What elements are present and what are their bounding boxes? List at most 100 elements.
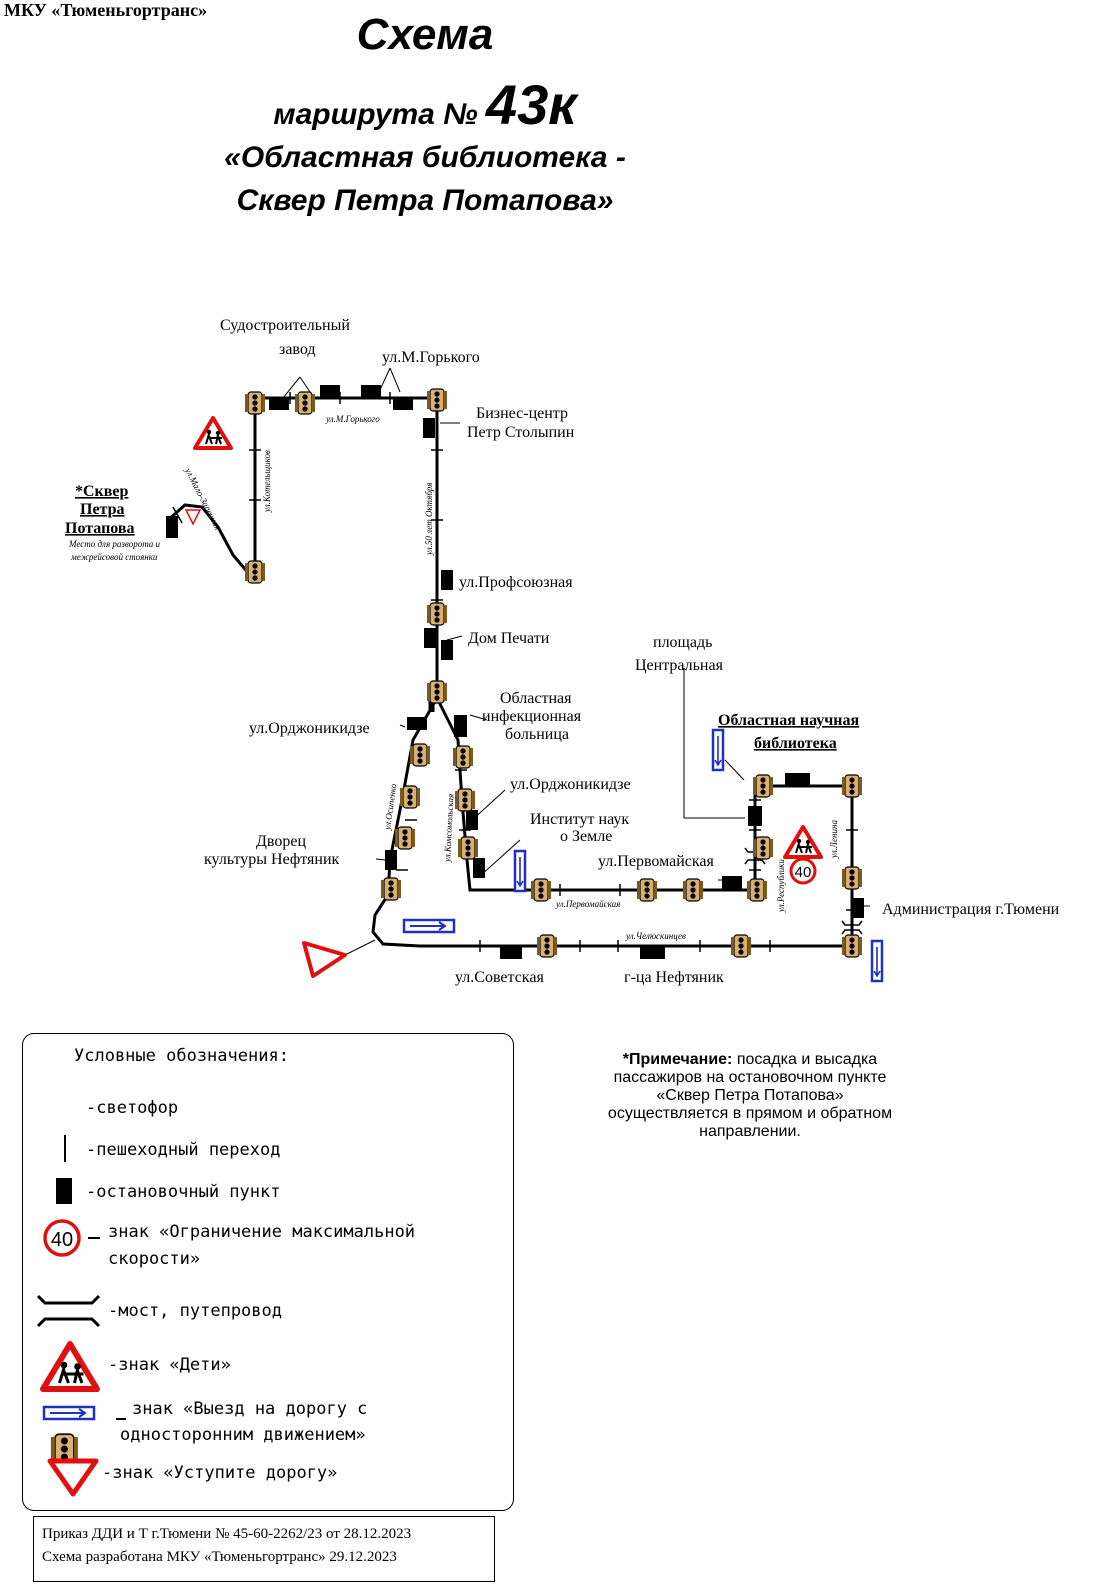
route-name: «Областная библиотека - Сквер Петра Пота… <box>130 136 720 222</box>
traffic-lights <box>244 388 863 958</box>
legend-oneway-label-2: односторонним движением» <box>120 1425 366 1445</box>
traffic-light-icon <box>636 878 658 902</box>
stop-marker <box>852 898 864 918</box>
legend-box <box>22 1033 514 1511</box>
note-bold: *Примечание: <box>622 1051 733 1068</box>
street-malo-zarechnaya: ул.Мало-Заречная <box>183 465 223 531</box>
street-pervomayskaya: ул.Первомайская <box>555 899 620 909</box>
yield-sign-small-icon <box>184 509 202 526</box>
note-line4: осуществляется в прямом и обратном <box>607 1105 893 1122</box>
speed-limit-sign: 40 <box>789 857 817 885</box>
stop-marker <box>361 385 381 397</box>
legend-bridge-label: -мост, путепровод <box>108 1301 282 1321</box>
label-dvorets: Дворец <box>256 833 306 850</box>
legend-children-label: -знак «Дети» <box>108 1355 231 1375</box>
street-oktyabrya: ул.50 лет Октября <box>424 483 434 556</box>
label-skver-3: Потапова <box>65 520 135 537</box>
stop-marker <box>466 810 478 830</box>
label-ordzhonikidze-left: ул.Орджоникидзе <box>249 720 370 737</box>
label-gorkogo: ул.М.Горького <box>382 349 480 366</box>
yield-sign-icon <box>302 941 347 978</box>
traffic-light-icon <box>536 934 558 958</box>
stop-marker <box>640 946 665 959</box>
note-line3: «Сквер Петра Потапова» <box>656 1087 844 1104</box>
route-name-line1: «Областная библиотека - <box>224 141 626 174</box>
route-number: 43к <box>485 73 577 136</box>
street-komsomolskaya: ул.Комсомольская <box>442 794 456 864</box>
label-dom-pechati: Дом Печати <box>468 630 550 647</box>
label-institut-2: о Земле <box>560 828 612 845</box>
traffic-light-icon <box>841 866 863 890</box>
label-biblioteka: Областная научная <box>718 712 860 729</box>
oneway-sign-vertical-icon <box>870 939 884 983</box>
stop-marker <box>166 516 178 538</box>
oneway-sign-vertical-icon <box>513 849 527 893</box>
legend-yield-icon <box>47 1458 99 1497</box>
route-name-line2: Сквер Петра Потапова» <box>236 184 614 217</box>
label-skver-2: Петра <box>80 501 125 518</box>
label-sudostroitelny-2: завод <box>279 341 316 358</box>
stop-marker <box>441 570 453 590</box>
note-text1: посадка и высадка <box>732 1051 878 1068</box>
street-kotelshchikov: ул.Котельщиков <box>262 450 272 513</box>
stop-marker <box>424 628 436 648</box>
stop-marker <box>500 946 522 959</box>
legend-oneway-label: знак «Выезд на дорогу с <box>132 1399 368 1419</box>
street-lenina: ул.Ленина <box>829 820 839 859</box>
traffic-light-icon <box>426 680 448 704</box>
street-chelyuskintsev: ул.Челюскинцев <box>625 931 686 941</box>
traffic-light-icon <box>841 934 863 958</box>
label-ploshchad-2: Центральная <box>635 657 724 674</box>
label-profsoyuznaya: ул.Профсоюзная <box>459 574 573 591</box>
stop-labels: Судостроительный завод ул.М.Горького Биз… <box>65 317 1060 986</box>
page-title: Схема <box>356 10 494 59</box>
traffic-light-icon <box>457 836 479 860</box>
label-skver-note: Место для разворота и <box>68 539 161 549</box>
traffic-light-icon <box>730 934 752 958</box>
legend-yield-label: -знак «Уступите дорогу» <box>102 1463 338 1483</box>
stop-marker <box>473 858 485 878</box>
label-skver-note-2: межрейсовой стоянки <box>70 552 158 562</box>
traffic-light-icon <box>752 836 774 860</box>
legend-stop-label: -остановочный пункт <box>86 1182 281 1202</box>
footer-line1: Приказ ДДИ и Т г.Тюмени № 45-60-2262/23 … <box>42 1526 412 1542</box>
note-block: *Примечание: посадка и высадка пассажиро… <box>550 1051 950 1141</box>
traffic-light-icon <box>394 826 416 850</box>
label-oblastnaya-bolnitsa-3: больница <box>505 726 569 743</box>
traffic-light-icon <box>752 774 774 798</box>
speed-limit-value: 40 <box>795 864 812 881</box>
label-sovetskaya: ул.Советская <box>455 969 544 986</box>
stop-marker <box>320 385 340 397</box>
stop-marker <box>722 876 742 890</box>
stop-marker <box>385 850 397 870</box>
street-respubliki: ул.Республики <box>776 859 786 913</box>
legend-crossing-label: -пешеходный переход <box>86 1140 281 1160</box>
note-line5: направлении. <box>699 1123 801 1140</box>
note-line1: *Примечание: посадка и высадка <box>550 1051 950 1069</box>
traffic-light-icon <box>294 391 316 415</box>
traffic-light-icon <box>244 560 266 584</box>
label-ordzhonikidze-right: ул.Орджоникидзе <box>510 776 631 793</box>
traffic-light-icon <box>426 388 448 412</box>
footer-line2: Схема разработана МКУ «Тюменьгортранс» 2… <box>42 1549 397 1565</box>
stop-marker <box>785 773 810 786</box>
traffic-light-icon <box>409 743 431 767</box>
traffic-light-icon <box>399 785 421 809</box>
label-biznes-center: Бизнес-центр <box>476 405 568 422</box>
label-neftyanik-hotel: г-ца Нефтяник <box>624 969 724 986</box>
oneway-sign-vertical-icon <box>711 728 725 772</box>
label-oblastnaya-bolnitsa: Областная <box>500 690 572 707</box>
route-number-line: маршрута № 43к <box>200 72 650 137</box>
legend-speed-value: 40 <box>51 1229 73 1251</box>
stop-marker <box>407 717 427 730</box>
oneway-sign-icon <box>402 918 456 934</box>
label-institut: Институт наук <box>530 811 629 828</box>
label-ploshchad: площадь <box>653 634 712 651</box>
traffic-light-icon <box>380 877 402 901</box>
label-oblastnaya-bolnitsa-2: инфекционная <box>482 708 582 725</box>
stop-marker <box>269 398 289 410</box>
label-dvorets-2: культуры Нефтяник <box>204 851 340 868</box>
legend-traffic-light-label: -светофор <box>86 1098 179 1118</box>
traffic-light-icon <box>682 878 704 902</box>
